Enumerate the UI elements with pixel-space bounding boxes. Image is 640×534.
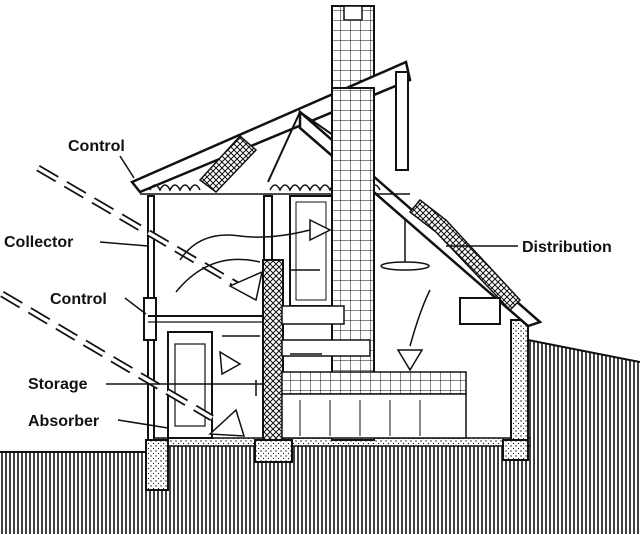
sun-rays: [0, 164, 248, 422]
leader-lines: [99, 155, 518, 429]
ceiling-fan-icon: [380, 220, 430, 271]
label-control-mid: Control: [50, 291, 107, 308]
label-distribution: Distribution: [522, 239, 612, 256]
label-control-top: Control: [68, 138, 125, 155]
label-collector: Collector: [4, 234, 73, 251]
label-absorber: Absorber: [28, 413, 99, 430]
foundation: [145, 319, 531, 491]
chimney: [331, 5, 375, 89]
walls: [143, 195, 501, 441]
label-storage: Storage: [28, 376, 88, 393]
airflow-arrows: [175, 218, 431, 437]
